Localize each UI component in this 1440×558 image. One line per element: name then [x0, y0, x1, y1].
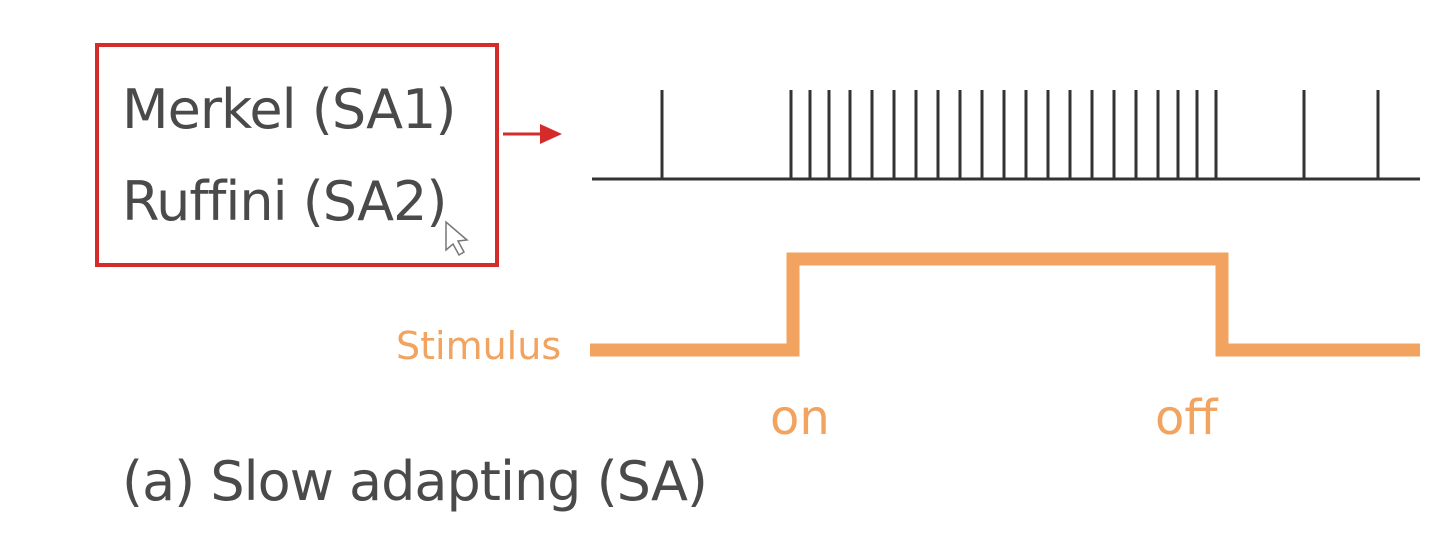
- arrow-head-icon: [540, 124, 562, 144]
- caption: (a) Slow adapting (SA): [122, 450, 708, 513]
- merkel-label: Merkel (SA1): [122, 78, 456, 141]
- ruffini-label: Ruffini (SA2): [122, 170, 447, 233]
- receptor-box: [95, 43, 499, 267]
- spike-train: [660, 90, 1380, 179]
- off-label: off: [1155, 390, 1218, 446]
- stimulus-label: Stimulus: [396, 324, 562, 368]
- stimulus-waveform: [590, 252, 1420, 357]
- mouse-cursor-icon: [445, 220, 469, 257]
- on-label: on: [770, 390, 830, 446]
